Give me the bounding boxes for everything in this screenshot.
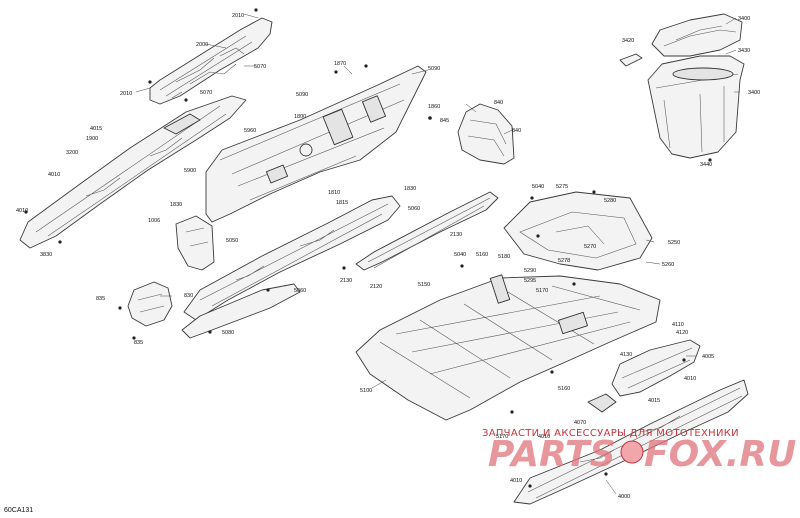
watermark-logo-left: PARTS <box>488 434 616 475</box>
callout-label: 5060 <box>408 206 420 212</box>
callout-label: 5050 <box>226 238 238 244</box>
callout-label: 5060 <box>294 288 306 294</box>
callout-label: 1830 <box>170 202 182 208</box>
callout-label: 4010 <box>684 376 696 382</box>
callout-label: 5180 <box>498 254 510 260</box>
callout-label: 4015 <box>90 126 102 132</box>
left-side-panel-part <box>19 95 247 249</box>
watermark-logo-right: FOX.RU <box>644 434 796 475</box>
callout-label: 1006 <box>148 218 160 224</box>
callout-label: 1830 <box>404 186 416 192</box>
corner-bracket-part <box>457 103 515 165</box>
callout-label: 2120 <box>370 284 382 290</box>
callout-label: 4070 <box>574 420 586 426</box>
rear-panel-part <box>205 65 427 223</box>
callout-label: 2010 <box>120 91 132 97</box>
callout-label: 1815 <box>336 200 348 206</box>
callout-label: 5270 <box>584 244 596 250</box>
leader-lines <box>135 13 740 495</box>
callout-label: 1870 <box>334 61 346 67</box>
watermark-logo-dot <box>620 440 644 464</box>
callout-label: 3400 <box>748 90 760 96</box>
callout-label: 5040 <box>454 252 466 258</box>
side-bracket-part <box>175 215 215 271</box>
callout-label: 5070 <box>254 64 266 70</box>
callout-label: 835 <box>134 340 143 346</box>
callout-label: 4010 <box>510 478 522 484</box>
callout-label: 5170 <box>496 434 508 440</box>
callout-label: 5900 <box>184 168 196 174</box>
callout-label: 5250 <box>668 240 680 246</box>
watermark: ЗАПЧАСТИ И АКСЕССУАРЫ ДЛЯ МОТОТЕХНИКИ PA… <box>482 428 796 475</box>
callout-label: 2010 <box>232 13 244 19</box>
callout-label: 840 <box>512 128 521 134</box>
callout-label: 3440 <box>700 162 712 168</box>
callout-label: 5290 <box>524 268 536 274</box>
callout-label: 5100 <box>360 388 372 394</box>
callout-label: 5080 <box>222 330 234 336</box>
callout-label: 5280 <box>604 198 616 204</box>
callout-label: 5275 <box>556 184 568 190</box>
callout-label: 2000 <box>196 42 208 48</box>
callout-label: 3400 <box>738 16 750 22</box>
fasteners <box>24 8 712 488</box>
callout-label: 835 <box>96 296 105 302</box>
callout-label: 3830 <box>40 252 52 258</box>
lower-strip-part <box>181 283 301 339</box>
callout-label: 1800 <box>294 114 306 120</box>
callout-label: 1860 <box>428 104 440 110</box>
callout-label: 1810 <box>328 190 340 196</box>
watermark-tagline: ЗАПЧАСТИ И АКСЕССУАРЫ ДЛЯ МОТОТЕХНИКИ <box>482 428 739 439</box>
lower-mid-panel-part <box>183 195 401 321</box>
callout-label: 5960 <box>244 128 256 134</box>
callout-label: 5278 <box>558 258 570 264</box>
callout-label: 2130 <box>450 232 462 238</box>
callout-labels: 2010 2000 5070 2010 5070 1870 5090 5090 … <box>16 13 760 500</box>
callout-label: 4005 <box>702 354 714 360</box>
callout-label: 5070 <box>200 90 212 96</box>
fender-bracket-part <box>127 281 173 327</box>
callout-label: 5170 <box>536 288 548 294</box>
cargo-tray-part <box>503 191 653 271</box>
callout-label: 5260 <box>662 262 674 268</box>
callout-label: 4010 <box>16 208 28 214</box>
callout-label: 4000 <box>618 494 630 500</box>
callout-label: 5160 <box>558 386 570 392</box>
callout-label: 5295 <box>524 278 536 284</box>
callout-label: 5090 <box>428 66 440 72</box>
callout-label: 1900 <box>86 136 98 142</box>
callout-label: 4110 <box>672 322 684 328</box>
callout-label: 5090 <box>296 92 308 98</box>
callout-label: 845 <box>440 118 449 124</box>
callout-label: 4130 <box>620 352 632 358</box>
callout-label: 5040 <box>532 184 544 190</box>
callout-label: 4010 <box>538 434 550 440</box>
callout-label: 3420 <box>622 38 634 44</box>
storage-box-part <box>619 13 745 159</box>
callout-label: 3200 <box>66 150 78 156</box>
callout-label: 4120 <box>676 330 688 336</box>
callout-label: 5160 <box>476 252 488 258</box>
side-console-part <box>587 339 701 413</box>
callout-label: 2130 <box>340 278 352 284</box>
callout-label: 830 <box>184 293 193 299</box>
seat-back-panel-part <box>149 17 273 105</box>
callout-label: 4015 <box>648 398 660 404</box>
floor-pan-part <box>355 274 661 421</box>
callout-label: 4010 <box>48 172 60 178</box>
callout-label: 3430 <box>738 48 750 54</box>
rail-part <box>355 191 499 271</box>
diagram-id: 60CA131 <box>4 507 33 514</box>
callout-label: 840 <box>494 100 503 106</box>
callout-label: 5150 <box>418 282 430 288</box>
